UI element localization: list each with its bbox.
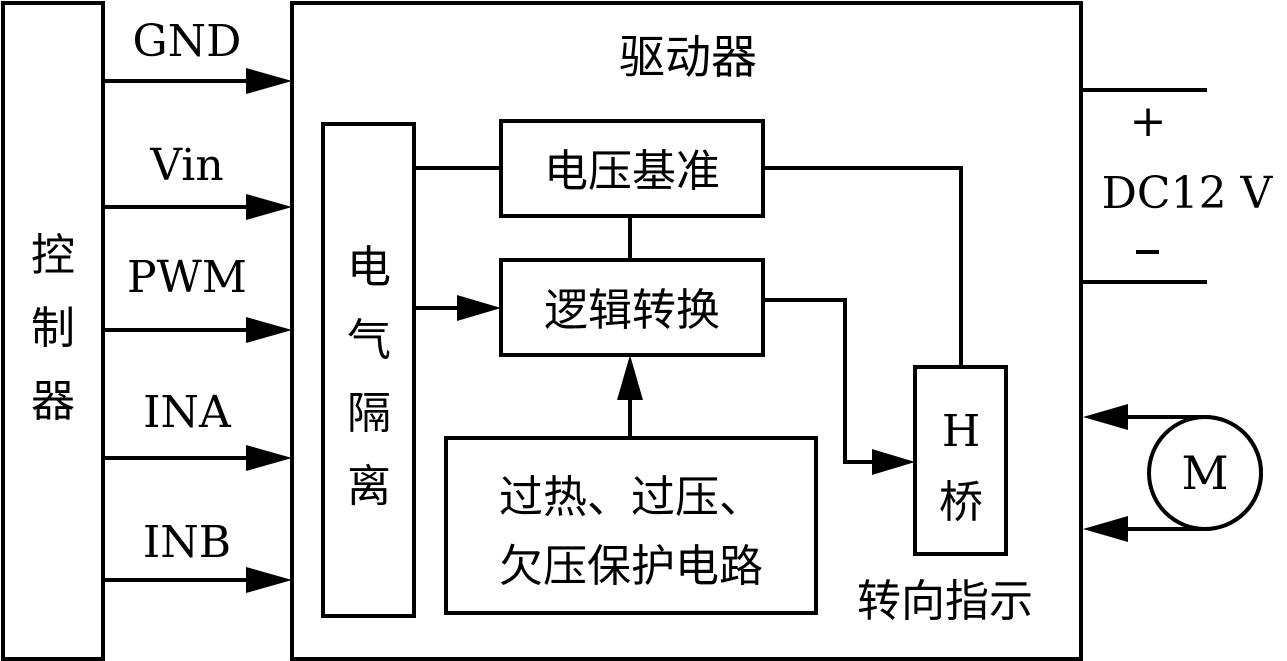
protection-label-line2: 欠压保护电路 bbox=[499, 541, 763, 592]
protection-label-line1: 过热、过压、 bbox=[499, 472, 763, 523]
signal-label-gnd: GND bbox=[133, 16, 242, 67]
h-bridge-label-qiao: 桥 bbox=[939, 477, 983, 528]
isolation-char-4: 离 bbox=[347, 461, 391, 512]
logic-conversion-block: 逻辑转换 bbox=[499, 258, 765, 357]
arrow-isolation-logic bbox=[457, 295, 501, 321]
signal-inb: INB bbox=[103, 517, 292, 593]
motor-label: M bbox=[1181, 446, 1228, 500]
signal-label-inb: INB bbox=[143, 517, 231, 568]
signal-ina: INA bbox=[103, 387, 292, 471]
power-plus-sign: + bbox=[1130, 96, 1167, 147]
logic-conversion-label: 逻辑转换 bbox=[544, 285, 720, 336]
isolation-char-2: 气 bbox=[347, 315, 391, 366]
signal-label-pwm: PWM bbox=[127, 252, 247, 303]
arrow-motor-top bbox=[1083, 404, 1128, 430]
controller-block: 控 制 器 bbox=[1, 1, 105, 661]
controller-label-char-1: 控 bbox=[31, 230, 75, 281]
h-bridge-label-h: H bbox=[942, 406, 980, 457]
power-label: DC12 V bbox=[1102, 168, 1274, 219]
voltage-reference-block: 电压基准 bbox=[499, 119, 765, 218]
controller-label-char-3: 器 bbox=[31, 376, 75, 427]
signal-gnd: GND bbox=[103, 16, 292, 94]
arrow-motor-bottom bbox=[1083, 516, 1128, 542]
arrow-protection-logic bbox=[617, 355, 643, 400]
controller-label-char-2: 制 bbox=[31, 303, 75, 354]
arrow-gnd bbox=[246, 68, 292, 94]
motor-circle bbox=[1147, 415, 1263, 531]
signal-label-ina: INA bbox=[143, 387, 232, 438]
signal-pwm: PWM bbox=[103, 252, 292, 343]
isolation-char-1: 电 bbox=[347, 242, 391, 293]
internal-connections bbox=[414, 166, 963, 475]
power-supply: + DC12 V bbox=[1081, 88, 1274, 284]
protection-block: 过热、过压、 欠压保护电路 bbox=[444, 436, 818, 615]
arrow-pwm bbox=[246, 317, 292, 343]
isolation-char-3: 隔 bbox=[347, 388, 391, 439]
signal-lines: GND Vin PWM INA INB bbox=[103, 16, 292, 593]
direction-indicator-label: 转向指示 bbox=[857, 576, 1033, 627]
driver-title: 驱动器 bbox=[619, 30, 757, 84]
arrow-ina bbox=[246, 445, 292, 471]
wire-voltage-ref-hbridge bbox=[763, 166, 963, 367]
wire-logic-hbridge bbox=[763, 298, 878, 464]
signal-label-vin: Vin bbox=[149, 140, 223, 191]
arrow-inb bbox=[246, 567, 292, 593]
driver-block: 驱动器 bbox=[290, 1, 1083, 661]
motor: M bbox=[1083, 404, 1263, 542]
arrow-logic-hbridge bbox=[872, 449, 915, 475]
signal-vin: Vin bbox=[103, 140, 292, 220]
voltage-reference-label: 电压基准 bbox=[544, 146, 720, 197]
arrow-vin bbox=[246, 194, 292, 220]
h-bridge-block: H 桥 bbox=[913, 365, 1008, 556]
isolation-block: 电 气 隔 离 bbox=[321, 122, 416, 618]
